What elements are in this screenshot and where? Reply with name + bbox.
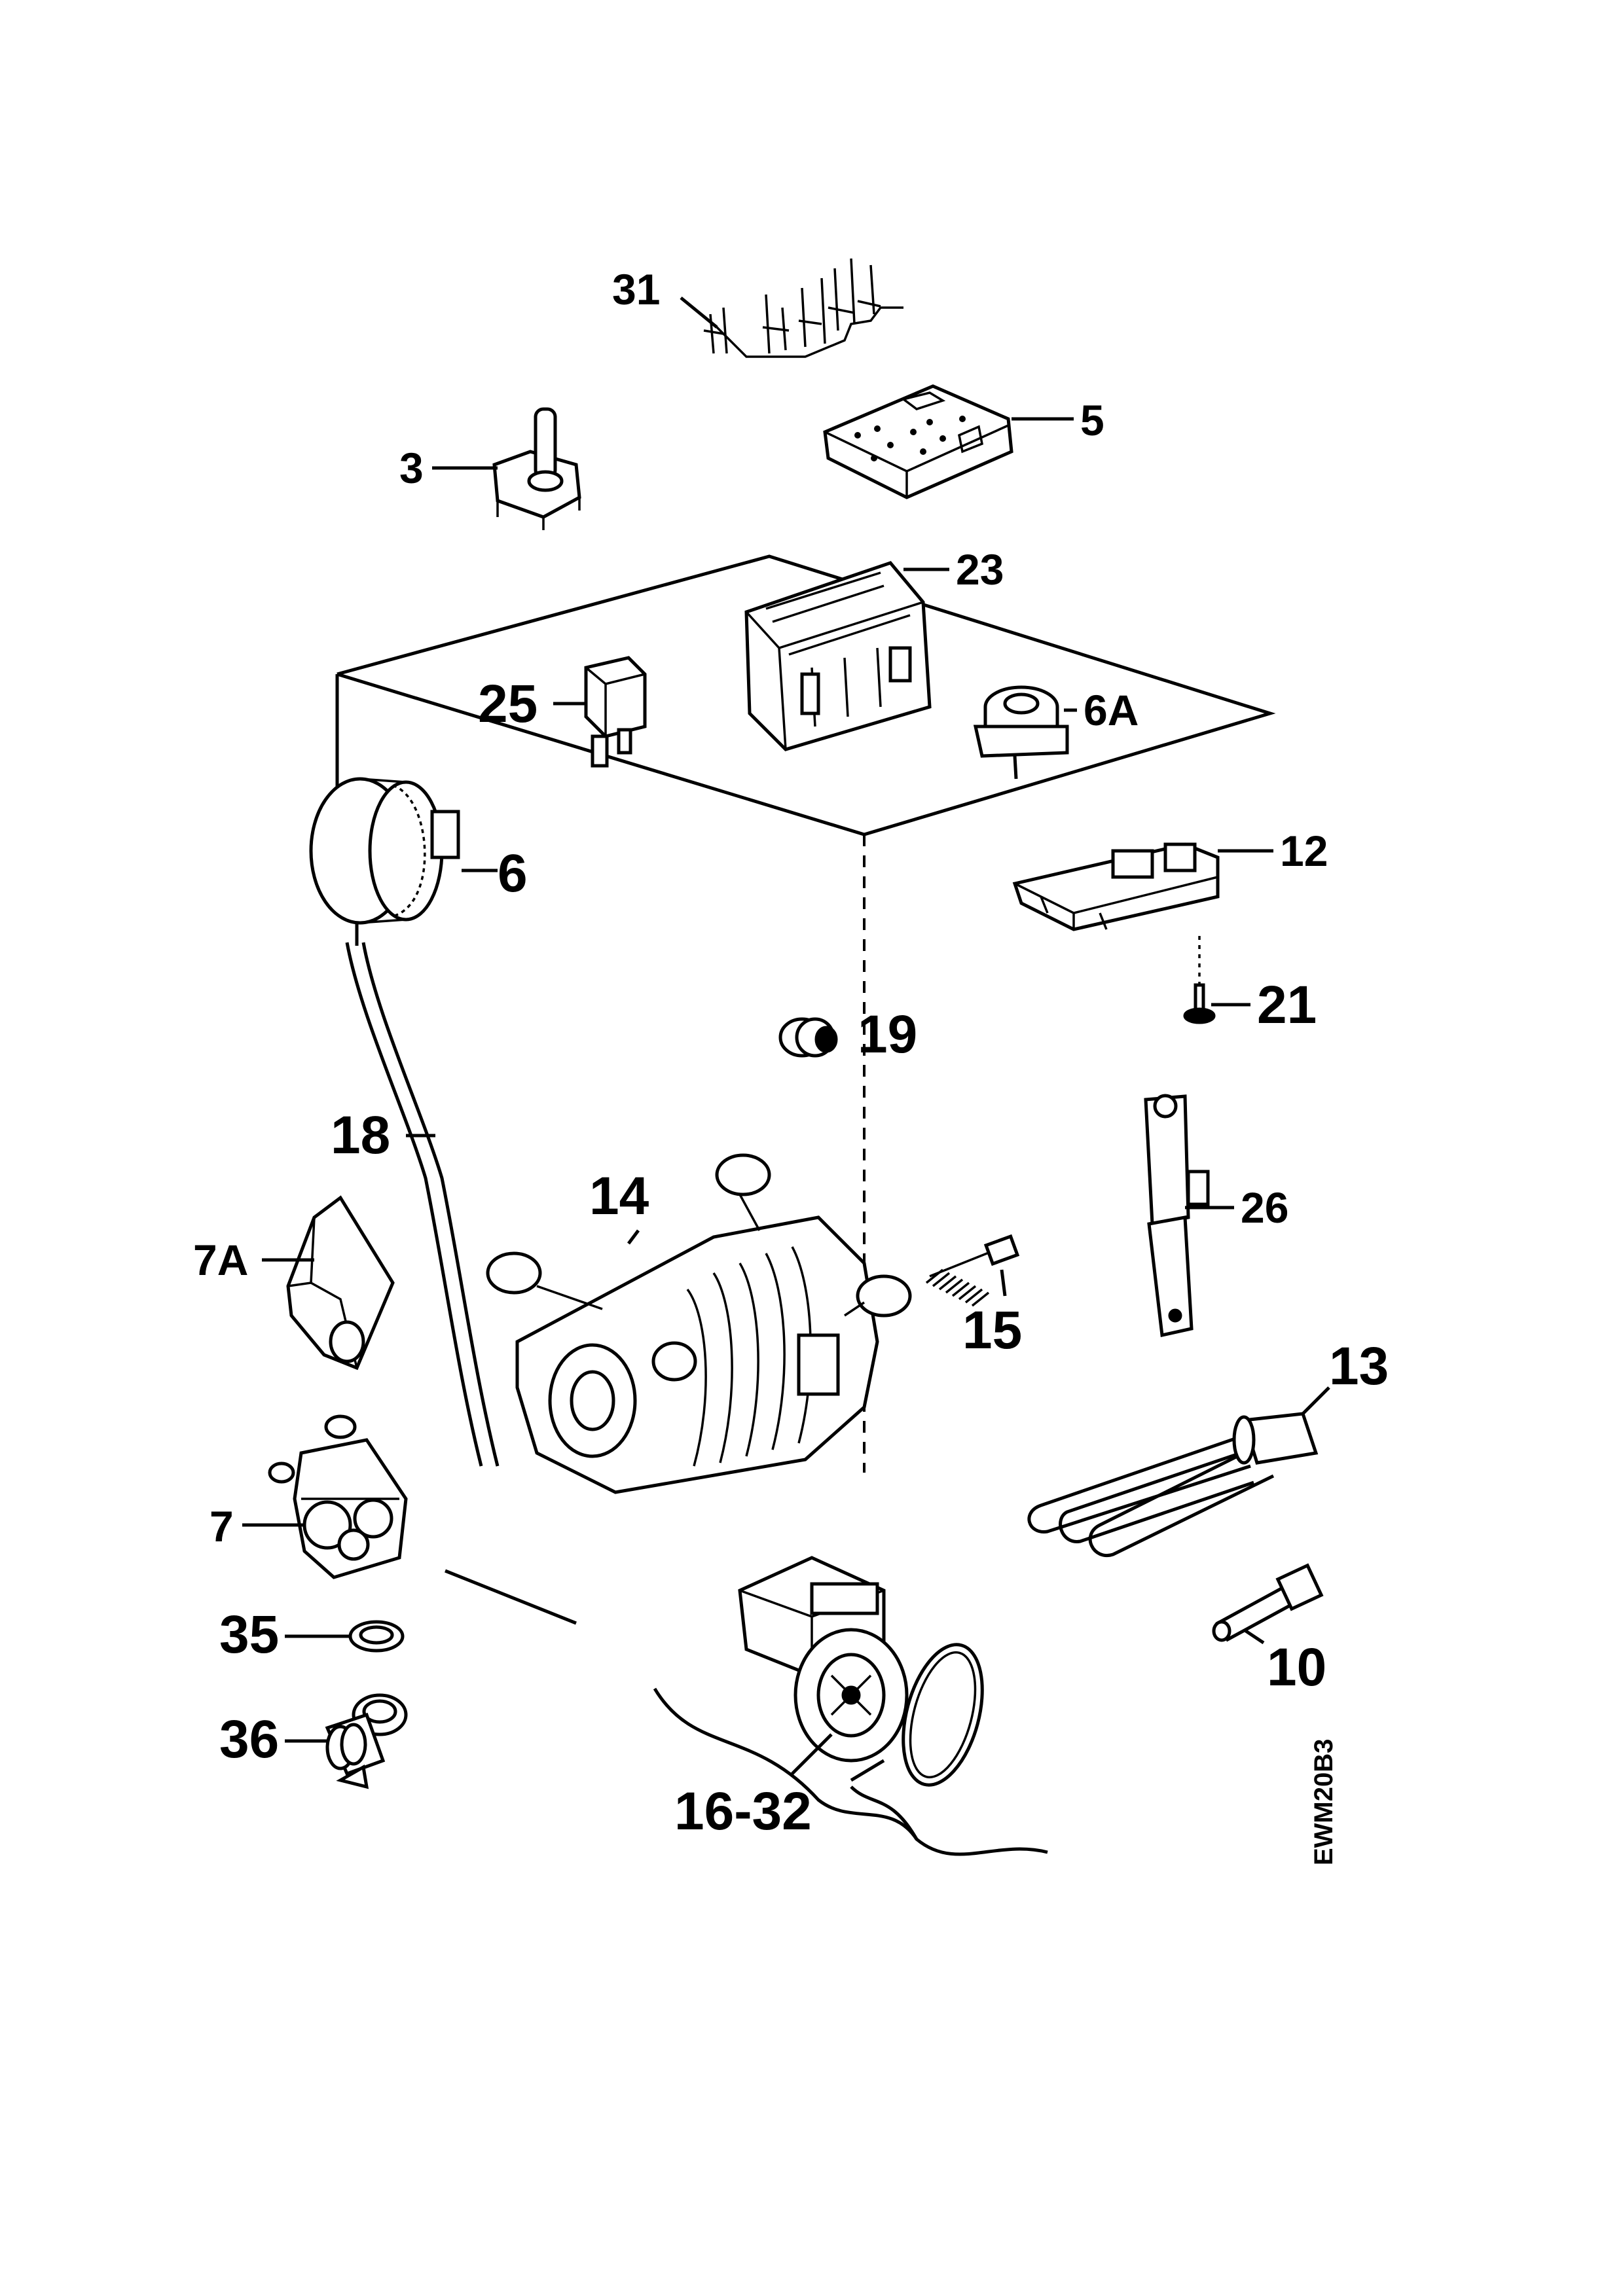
leader-lines	[242, 296, 1330, 1782]
callout-13: 13	[1329, 1336, 1389, 1396]
heating-element-part-13	[1027, 1412, 1319, 1558]
callout-21: 21	[1257, 975, 1317, 1035]
callout-6: 6	[498, 844, 528, 903]
callout-16-32: 16-32	[674, 1782, 812, 1841]
bracket-part-7a	[286, 1195, 395, 1371]
relay-part-25	[584, 656, 647, 768]
inlet-valve-part-7	[268, 1414, 408, 1579]
selector-switch-part-3	[492, 407, 581, 530]
motor-part-14	[486, 1153, 912, 1494]
timer-dial-part-6	[309, 777, 460, 946]
callout-7: 7	[210, 1502, 234, 1551]
base-curve	[653, 1687, 1048, 1856]
drain-pump-part-16-32	[738, 1556, 984, 1787]
screw-part-21	[1183, 936, 1216, 1024]
callout-6a: 6A	[1084, 686, 1139, 734]
callout-36: 36	[219, 1710, 279, 1769]
pressure-hose-part-18	[345, 942, 500, 1467]
door-interlock-part-12	[1012, 842, 1220, 931]
callout-25: 25	[478, 674, 538, 734]
thermostat-part-26	[1144, 1094, 1210, 1338]
callout-3: 3	[399, 444, 424, 492]
callout-7a: 7A	[193, 1236, 248, 1284]
pressure-switch-part-6a	[973, 685, 1069, 780]
callout-5: 5	[1080, 396, 1104, 444]
wiring-harness-part-31	[703, 258, 903, 358]
drawing-code: EWM20B3	[1309, 1739, 1338, 1865]
callout-labels: 31 5 3 23 25 6A 6 12 21 19 18 14 26 7A 1…	[193, 265, 1389, 1865]
callout-10: 10	[1267, 1638, 1326, 1697]
callout-12: 12	[1280, 827, 1328, 875]
spring-part-15	[925, 1234, 1020, 1307]
callout-15: 15	[962, 1300, 1022, 1360]
connector-part-36	[325, 1693, 408, 1789]
temperature-sensor-part-10	[1212, 1563, 1324, 1642]
callout-18: 18	[331, 1105, 390, 1165]
control-board-part-5	[823, 384, 1013, 499]
callout-35: 35	[219, 1605, 279, 1664]
callout-19: 19	[858, 1005, 917, 1064]
callout-26: 26	[1241, 1183, 1288, 1232]
callout-31: 31	[612, 265, 660, 314]
seal-ring-part-35	[348, 1620, 405, 1653]
callout-14: 14	[589, 1166, 649, 1226]
programmer-unit-part-23	[744, 561, 932, 751]
grommet-part-19	[778, 1017, 838, 1058]
callout-23: 23	[956, 545, 1004, 594]
